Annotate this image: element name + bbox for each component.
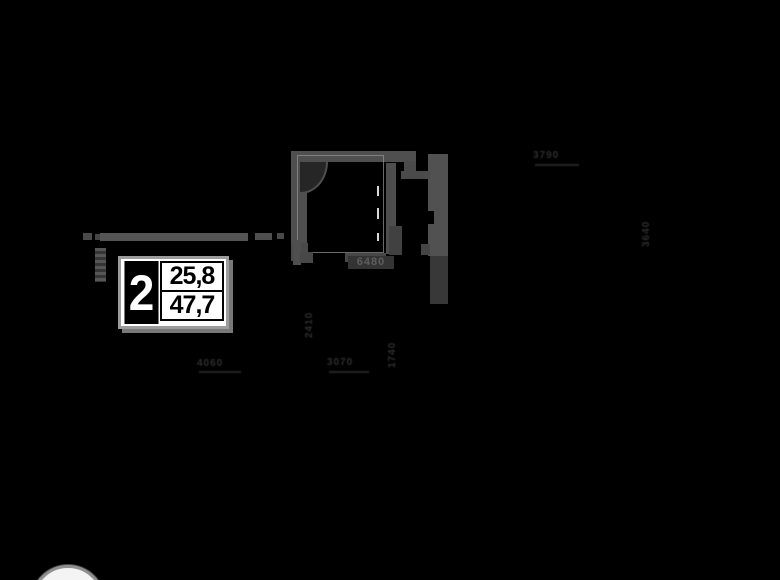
apartment-badge[interactable]: 2 25,8 47,7: [118, 256, 229, 329]
room-inner-outline: [297, 155, 384, 253]
wall-segment: [401, 171, 430, 179]
window-tick: [83, 233, 92, 240]
wall-segment: [386, 163, 396, 254]
wall-segment: [255, 233, 272, 240]
dimension-value: 6480: [356, 256, 386, 268]
round-button[interactable]: [31, 565, 105, 580]
dimension-label-faint: 2410: [304, 311, 315, 338]
dimension-label-faint: 3790: [533, 150, 560, 161]
area-lower-value: 47,7: [160, 290, 224, 321]
window-tick: [95, 234, 100, 240]
wall-segment: [430, 256, 448, 304]
opening-dash: [377, 233, 379, 241]
dimension-label-faint: 3070: [327, 357, 354, 368]
wall-segment: [428, 154, 448, 256]
rooms-count: 2: [124, 261, 159, 324]
dimension-label: 6480: [348, 256, 394, 269]
dimension-line: [535, 164, 579, 166]
dimension-label-faint: 4060: [197, 358, 224, 369]
wall-segment: [291, 151, 416, 162]
dimension-line: [199, 371, 241, 373]
wall-segment: [389, 226, 402, 255]
wall-segment: [277, 233, 284, 239]
opening-dash: [377, 208, 379, 219]
wall-door-notch: [428, 211, 434, 224]
wall-segment: [300, 252, 313, 263]
wall-segment: [421, 244, 430, 255]
area-upper-value: 25,8: [160, 261, 224, 292]
dimension-label-faint: 3640: [641, 220, 652, 247]
badge-areas: 25,8 47,7: [160, 261, 224, 324]
wall-segment: [293, 240, 301, 265]
dimension-label-faint: 1740: [387, 341, 398, 368]
wall-segment: [100, 233, 248, 241]
hatch-strip: [95, 248, 106, 282]
dimension-line: [329, 371, 369, 373]
opening-dash: [377, 186, 379, 196]
